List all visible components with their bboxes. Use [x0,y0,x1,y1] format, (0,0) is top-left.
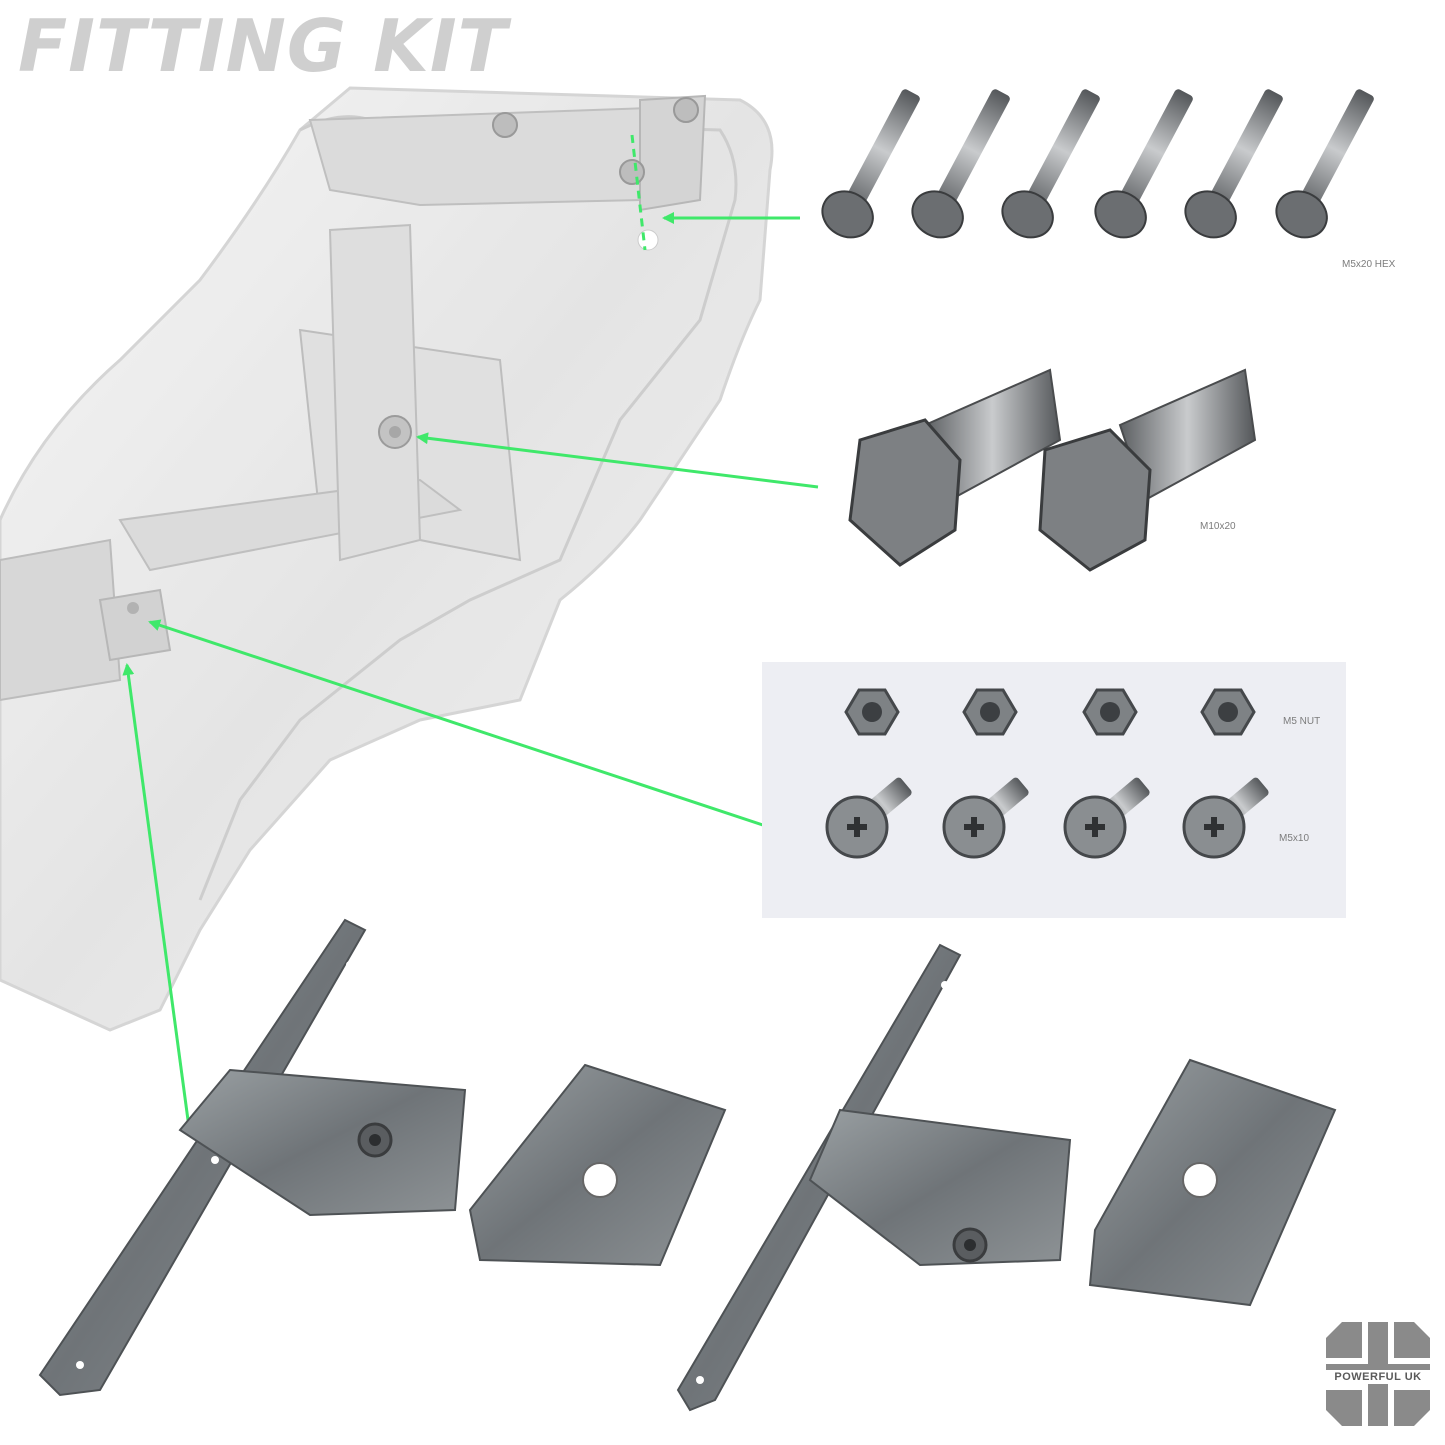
m5-nut [1200,688,1256,736]
hex-bolt [848,368,1062,567]
mounting-bracket-left [38,918,467,1397]
flange-bolts-label: M5x10 [1279,833,1310,844]
m5-flange-bolt [942,777,1029,859]
union-flag-icon [1326,1322,1430,1426]
brand-name: POWERFUL UK [1322,1370,1434,1384]
nuts-label: M5 NUT [1283,716,1321,727]
m5-flange-bolt [1063,777,1150,859]
mounting-bracket-right [676,943,1072,1412]
small-fixings-panel [762,662,1346,918]
cap-screw [911,89,1010,239]
backing-plate-right [1088,1058,1337,1307]
backing-plate-left [468,1063,727,1267]
cap-screw [1001,89,1100,239]
page-title: FITTING KIT [18,4,508,88]
hex-bolts-label: M10x20 [1200,521,1236,532]
arrow-guide-dashed [630,134,647,251]
m5-nut [962,688,1018,736]
cap-screw [1275,89,1374,239]
cap-screws-row [821,89,1374,239]
hex-bolt [1038,368,1257,572]
m5-flange-bolt [825,777,912,859]
cap-screw [1184,89,1283,239]
arrow-bracket [122,663,192,1136]
arrow-flange-bolt [148,619,773,830]
cap-screw [1094,89,1193,239]
m5-nut [844,688,900,736]
m5-nut [1082,688,1138,736]
hex-bolts [848,368,1257,572]
cap-screw [821,89,920,239]
bumper-shell [0,86,774,1032]
brand-logo: POWERFUL UK [1322,1318,1434,1430]
guide-arrows [122,134,819,1136]
m5-flange-bolt [1182,777,1269,859]
nuts-and-bolts-illustration [825,688,1269,859]
arrow-hex-bolt [416,432,819,489]
cap-screws-label: M5x20 HEX [1342,259,1396,270]
